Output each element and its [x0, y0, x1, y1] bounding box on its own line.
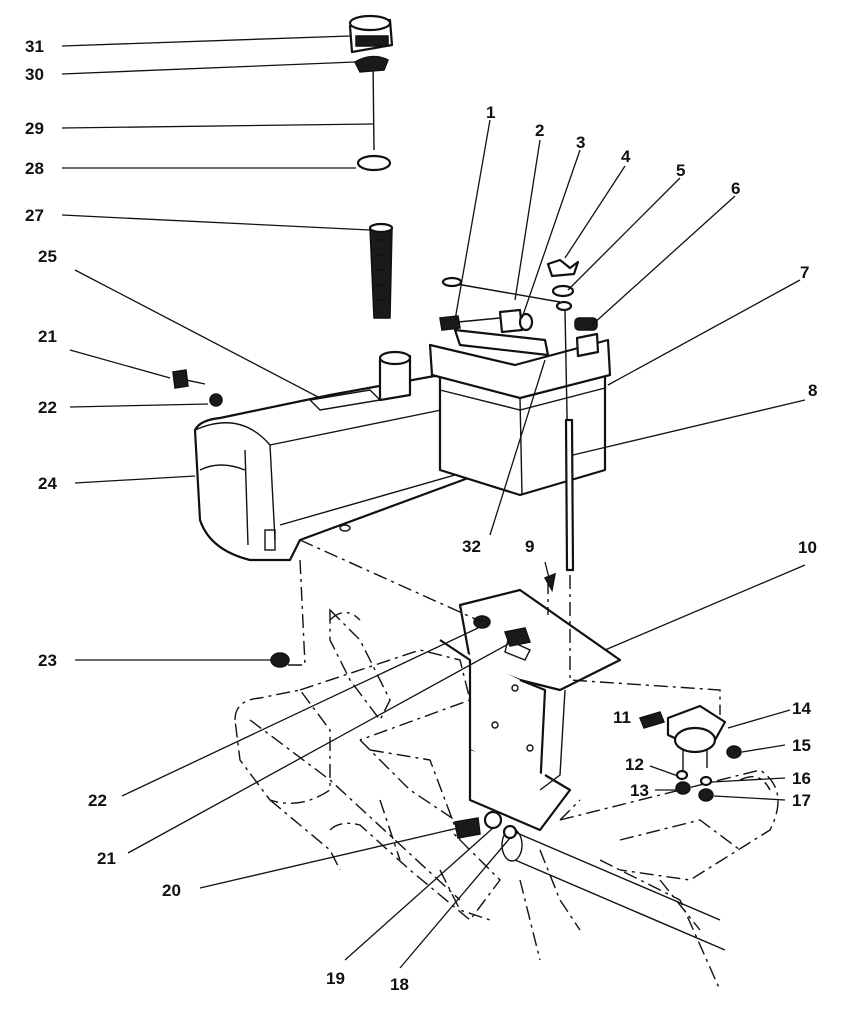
callout-labels: 31 30 29 28 27 25 21 22 24 23 1 2 3 4 5 … [25, 37, 817, 994]
callout-1: 1 [486, 103, 495, 122]
callout-22-top: 22 [38, 398, 57, 417]
fuel-cap-icon [348, 14, 394, 73]
callout-4: 4 [621, 147, 631, 166]
callout-15: 15 [792, 736, 811, 755]
battery-bracket-icon [439, 588, 622, 832]
callout-22-bottom: 22 [88, 791, 107, 810]
bracket-hardware-icon [172, 369, 556, 840]
callout-16: 16 [792, 769, 811, 788]
callout-17: 17 [792, 791, 811, 810]
callout-9: 9 [525, 537, 534, 556]
callout-7: 7 [800, 263, 809, 282]
callout-20: 20 [162, 881, 181, 900]
callout-3: 3 [576, 133, 585, 152]
tractor-frame-icon [234, 608, 779, 991]
callout-32: 32 [462, 537, 481, 556]
callout-21-top: 21 [38, 327, 57, 346]
battery-icon [428, 317, 612, 497]
callout-31: 31 [25, 37, 44, 56]
callout-14: 14 [792, 699, 811, 718]
dipstick-tube-icon [356, 59, 394, 319]
battery-hardware-icon [439, 258, 580, 572]
callout-18: 18 [390, 975, 409, 994]
leader-lines [61, 35, 806, 969]
callout-24: 24 [38, 474, 57, 493]
callout-29: 29 [25, 119, 44, 138]
callout-8: 8 [808, 381, 817, 400]
fuel-tank-icon [193, 350, 492, 562]
alignment-lines [285, 539, 721, 715]
callout-23: 23 [38, 651, 57, 670]
callout-19: 19 [326, 969, 345, 988]
callout-30: 30 [25, 65, 44, 84]
callout-28: 28 [25, 159, 44, 178]
callout-11: 11 [613, 708, 631, 727]
callout-10: 10 [798, 538, 817, 557]
callout-12: 12 [625, 755, 644, 774]
callout-6: 6 [731, 179, 740, 198]
callout-21-bottom: 21 [97, 849, 116, 868]
callout-13: 13 [630, 781, 649, 800]
solenoid-icon [638, 704, 742, 802]
callout-25: 25 [38, 247, 57, 266]
callout-5: 5 [676, 161, 685, 180]
callout-2: 2 [535, 121, 544, 140]
callout-27: 27 [25, 206, 44, 225]
